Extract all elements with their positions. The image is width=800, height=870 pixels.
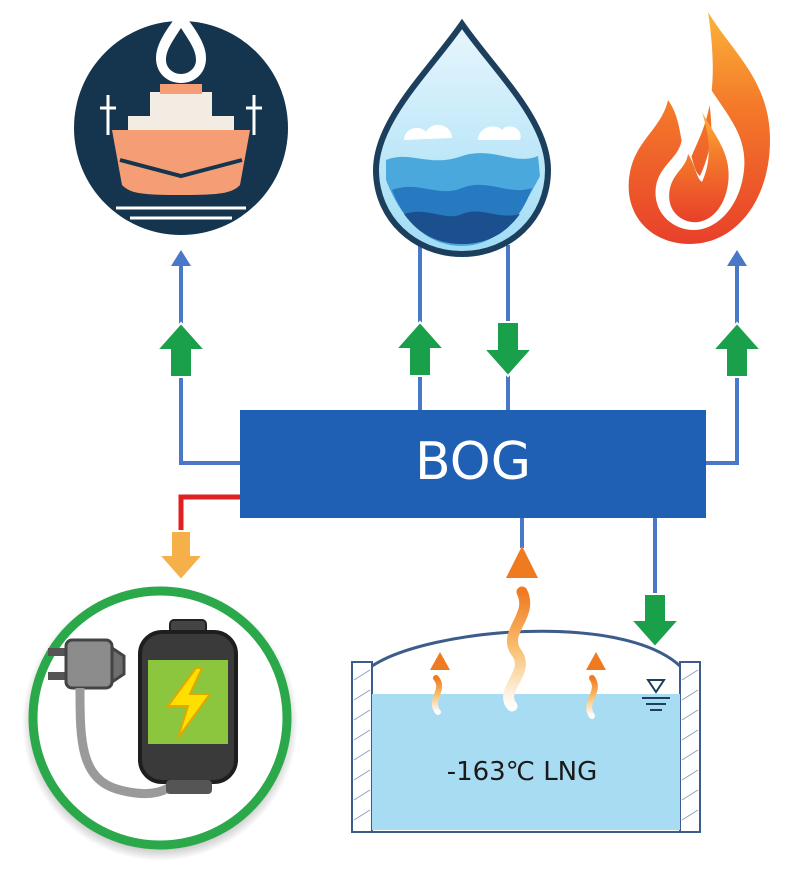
green-arrows: [154, 320, 764, 649]
flame-icon: [628, 12, 770, 244]
arrowhead-to-ship: [171, 250, 191, 266]
heat-arrow-main: [503, 586, 531, 712]
arrow-down-tank: [628, 593, 682, 649]
tank-wall-hatch: [353, 669, 699, 821]
tank-wall-right: [679, 661, 701, 833]
heat-arrowhead-main: [506, 546, 538, 578]
heat-arrow-right: [586, 675, 598, 719]
bog-box: BOG: [240, 410, 706, 518]
arrow-down-water: [481, 321, 535, 378]
ship-hull-stripe: [119, 158, 243, 179]
ship-hull: [112, 130, 250, 195]
arrowhead-to-fire: [727, 250, 747, 266]
plug-icon: [48, 638, 182, 799]
arrow-up-ship: [154, 321, 208, 378]
heat-arrow-left: [431, 675, 443, 715]
ship-deck: [128, 116, 234, 130]
line-bog-to-battery: [178, 494, 240, 532]
bog-label: BOG: [415, 432, 531, 492]
ship-waves: [116, 206, 246, 220]
tank-label: -163℃ LNG: [447, 757, 598, 787]
ship-drop-inner: [166, 28, 196, 74]
bog-box-rect: [240, 410, 706, 518]
ship-bridge-top: [160, 84, 202, 94]
heat-arrowhead-left: [430, 652, 450, 670]
ship-bridge: [150, 92, 212, 116]
water-drop-icon: [372, 18, 552, 258]
arrow-up-fire: [710, 321, 764, 378]
water-clouds: [404, 124, 521, 140]
flame-inner: [669, 112, 729, 223]
ship-fuel-icon: [74, 10, 288, 235]
heat-arrowhead-right: [586, 652, 606, 670]
boil-off-arrows: [430, 546, 606, 719]
tank-lng-liquid: [372, 694, 680, 830]
arrow-down-battery: [156, 530, 206, 582]
lightning-icon: [166, 667, 212, 739]
ship-masts: [100, 95, 262, 135]
tank-wall-left: [351, 661, 373, 833]
battery-base: [166, 780, 212, 794]
line-arrowheads: [171, 250, 747, 266]
level-marker-icon: [642, 679, 670, 711]
arrow-up-water: [393, 320, 447, 377]
battery-plug-icon: [22, 585, 298, 861]
tank-dome: [371, 629, 682, 668]
water-waves-3: [404, 211, 520, 244]
lng-tank: -163℃ LNG: [351, 629, 701, 833]
